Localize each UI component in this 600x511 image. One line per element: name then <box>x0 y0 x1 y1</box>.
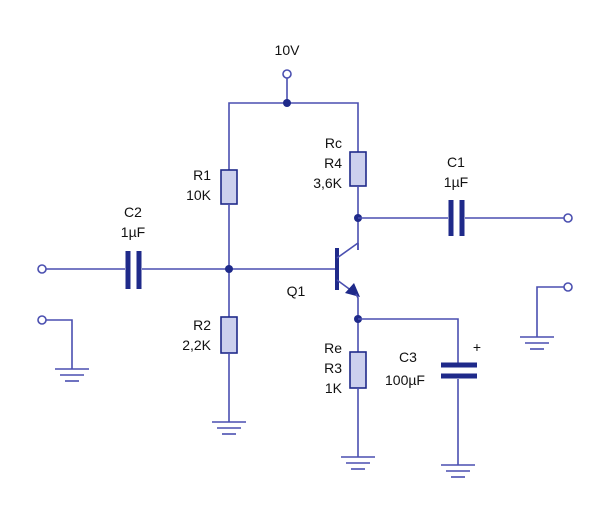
input-ground-terminal <box>37 315 47 325</box>
output-ground-wire <box>536 286 564 337</box>
c3-ground-symbol <box>441 464 475 478</box>
q1-transistor <box>335 242 360 297</box>
c1-name-label: C1 <box>447 154 465 170</box>
q1-label: Q1 <box>287 283 306 299</box>
c3-polarity-label: + <box>473 339 481 355</box>
c3-value-label: 100µF <box>385 372 425 388</box>
r1-value-label: 10K <box>186 187 212 203</box>
input-ground-symbol <box>55 368 89 382</box>
r3-value-label: 1K <box>325 380 343 396</box>
r3-ground-symbol <box>341 456 375 470</box>
vcc-label: 10V <box>275 42 301 58</box>
c3-top-wire <box>358 318 459 364</box>
output-ground-terminal <box>563 282 573 292</box>
r3-name-label: R3 <box>324 360 342 376</box>
c2-value-label: 1µF <box>121 224 145 240</box>
output-terminal <box>563 213 573 223</box>
c3-name-label: C3 <box>399 349 417 365</box>
r4-value-label: 3,6K <box>313 175 342 191</box>
output-ground-symbol <box>520 336 554 350</box>
r3-resistor <box>349 351 367 389</box>
input-terminal <box>37 264 47 274</box>
emitter-arrow-icon <box>345 283 360 297</box>
c2-name-label: C2 <box>124 204 142 220</box>
r2-resistor <box>220 316 238 354</box>
emitter-wire <box>355 293 359 352</box>
base-node <box>225 265 233 273</box>
r4-name-label: R4 <box>324 155 342 171</box>
r2-ground-symbol <box>212 421 246 435</box>
input-ground-wire <box>46 319 73 369</box>
c1-value-label: 1µF <box>444 174 468 190</box>
vcc-node <box>283 99 291 107</box>
rc-alias-label: Rc <box>325 135 342 151</box>
r1-resistor <box>220 169 238 205</box>
vcc-terminal <box>282 69 292 79</box>
r2-value-label: 2,2K <box>182 337 211 353</box>
r1-name-label: R1 <box>193 167 211 183</box>
supply-rail <box>228 102 359 170</box>
r2-name-label: R2 <box>193 317 211 333</box>
re-alias-label: Re <box>324 340 342 356</box>
r4-resistor <box>349 151 367 187</box>
